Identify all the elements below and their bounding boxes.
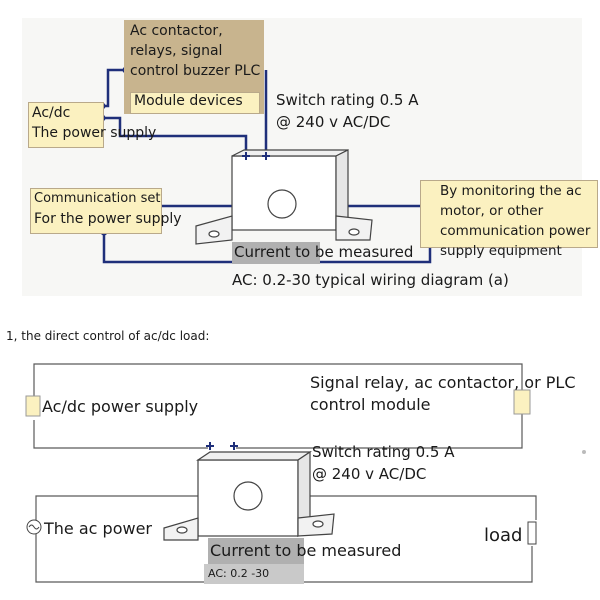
acdc-line2: The power supply — [32, 125, 157, 141]
wire-b-load-top — [290, 495, 537, 520]
wire-b-acpower-top — [35, 495, 212, 520]
load-b: load — [484, 525, 523, 546]
relay-component — [513, 389, 531, 415]
wire-a-comm-bottom — [102, 232, 236, 264]
wire-b-top — [33, 363, 523, 406]
switch-rating-b-line2: @ 240 v AC/DC — [312, 465, 427, 483]
monitor-box — [420, 180, 598, 248]
top-box-line1: Ac contactor, — [130, 23, 223, 39]
monitor-line2: motor, or other — [440, 203, 544, 219]
sensor-b — [163, 450, 335, 541]
module-devices-label: Module devices — [134, 93, 243, 109]
sensor-a — [195, 149, 373, 245]
comm-line1: Communication set — [34, 191, 161, 206]
current-b-label: Current to be measured — [210, 541, 402, 560]
monitor-line1: By monitoring the ac — [440, 183, 582, 199]
wire-a-acdc — [102, 116, 248, 152]
top-box-line3: control buzzer PLC — [130, 63, 261, 79]
monitor-line3: communication power — [440, 223, 591, 239]
terminals-b — [206, 442, 238, 450]
monitor-line4: supply equipment — [440, 243, 562, 259]
caption-a: AC: 0.2-30 typical wiring diagram (a) — [232, 271, 509, 289]
current-a-label-bg — [232, 242, 320, 264]
acdc-supply-component — [25, 395, 41, 417]
comm-supply-box — [30, 188, 162, 234]
relay-b-line1: Signal relay, ac contactor, or PLC — [310, 373, 576, 392]
comm-line2: For the power supply — [34, 211, 182, 227]
wire-b-bottom — [33, 420, 208, 449]
acdc-line1: Ac/dc — [32, 105, 71, 121]
caption-b: AC: 0.2 -30 — [208, 567, 270, 580]
wire-a-top-left — [102, 68, 126, 108]
load-component — [527, 521, 537, 545]
module-devices-label-bg — [130, 92, 260, 114]
section-heading: 1, the direct control of ac/dc load: — [6, 329, 210, 343]
switch-rating-a-line1: Switch rating 0.5 A — [276, 91, 419, 109]
current-a-label: Current to be measured — [234, 243, 414, 261]
wire-b-relay-right — [236, 412, 523, 449]
acdc-power-supply-b: Ac/dc power supply — [42, 397, 199, 416]
relay-b-line2: control module — [310, 395, 431, 414]
switch-rating-a-line2: @ 240 v AC/DC — [276, 113, 391, 131]
switch-rating-b-line1: Switch rating 0.5 A — [312, 443, 455, 461]
acdc-supply-box — [28, 102, 104, 148]
caption-b-bg — [204, 564, 304, 584]
top-box-line2: relays, signal — [130, 43, 223, 59]
current-b-label-bg — [208, 538, 304, 564]
ac-power-b: The ac power — [44, 519, 152, 538]
